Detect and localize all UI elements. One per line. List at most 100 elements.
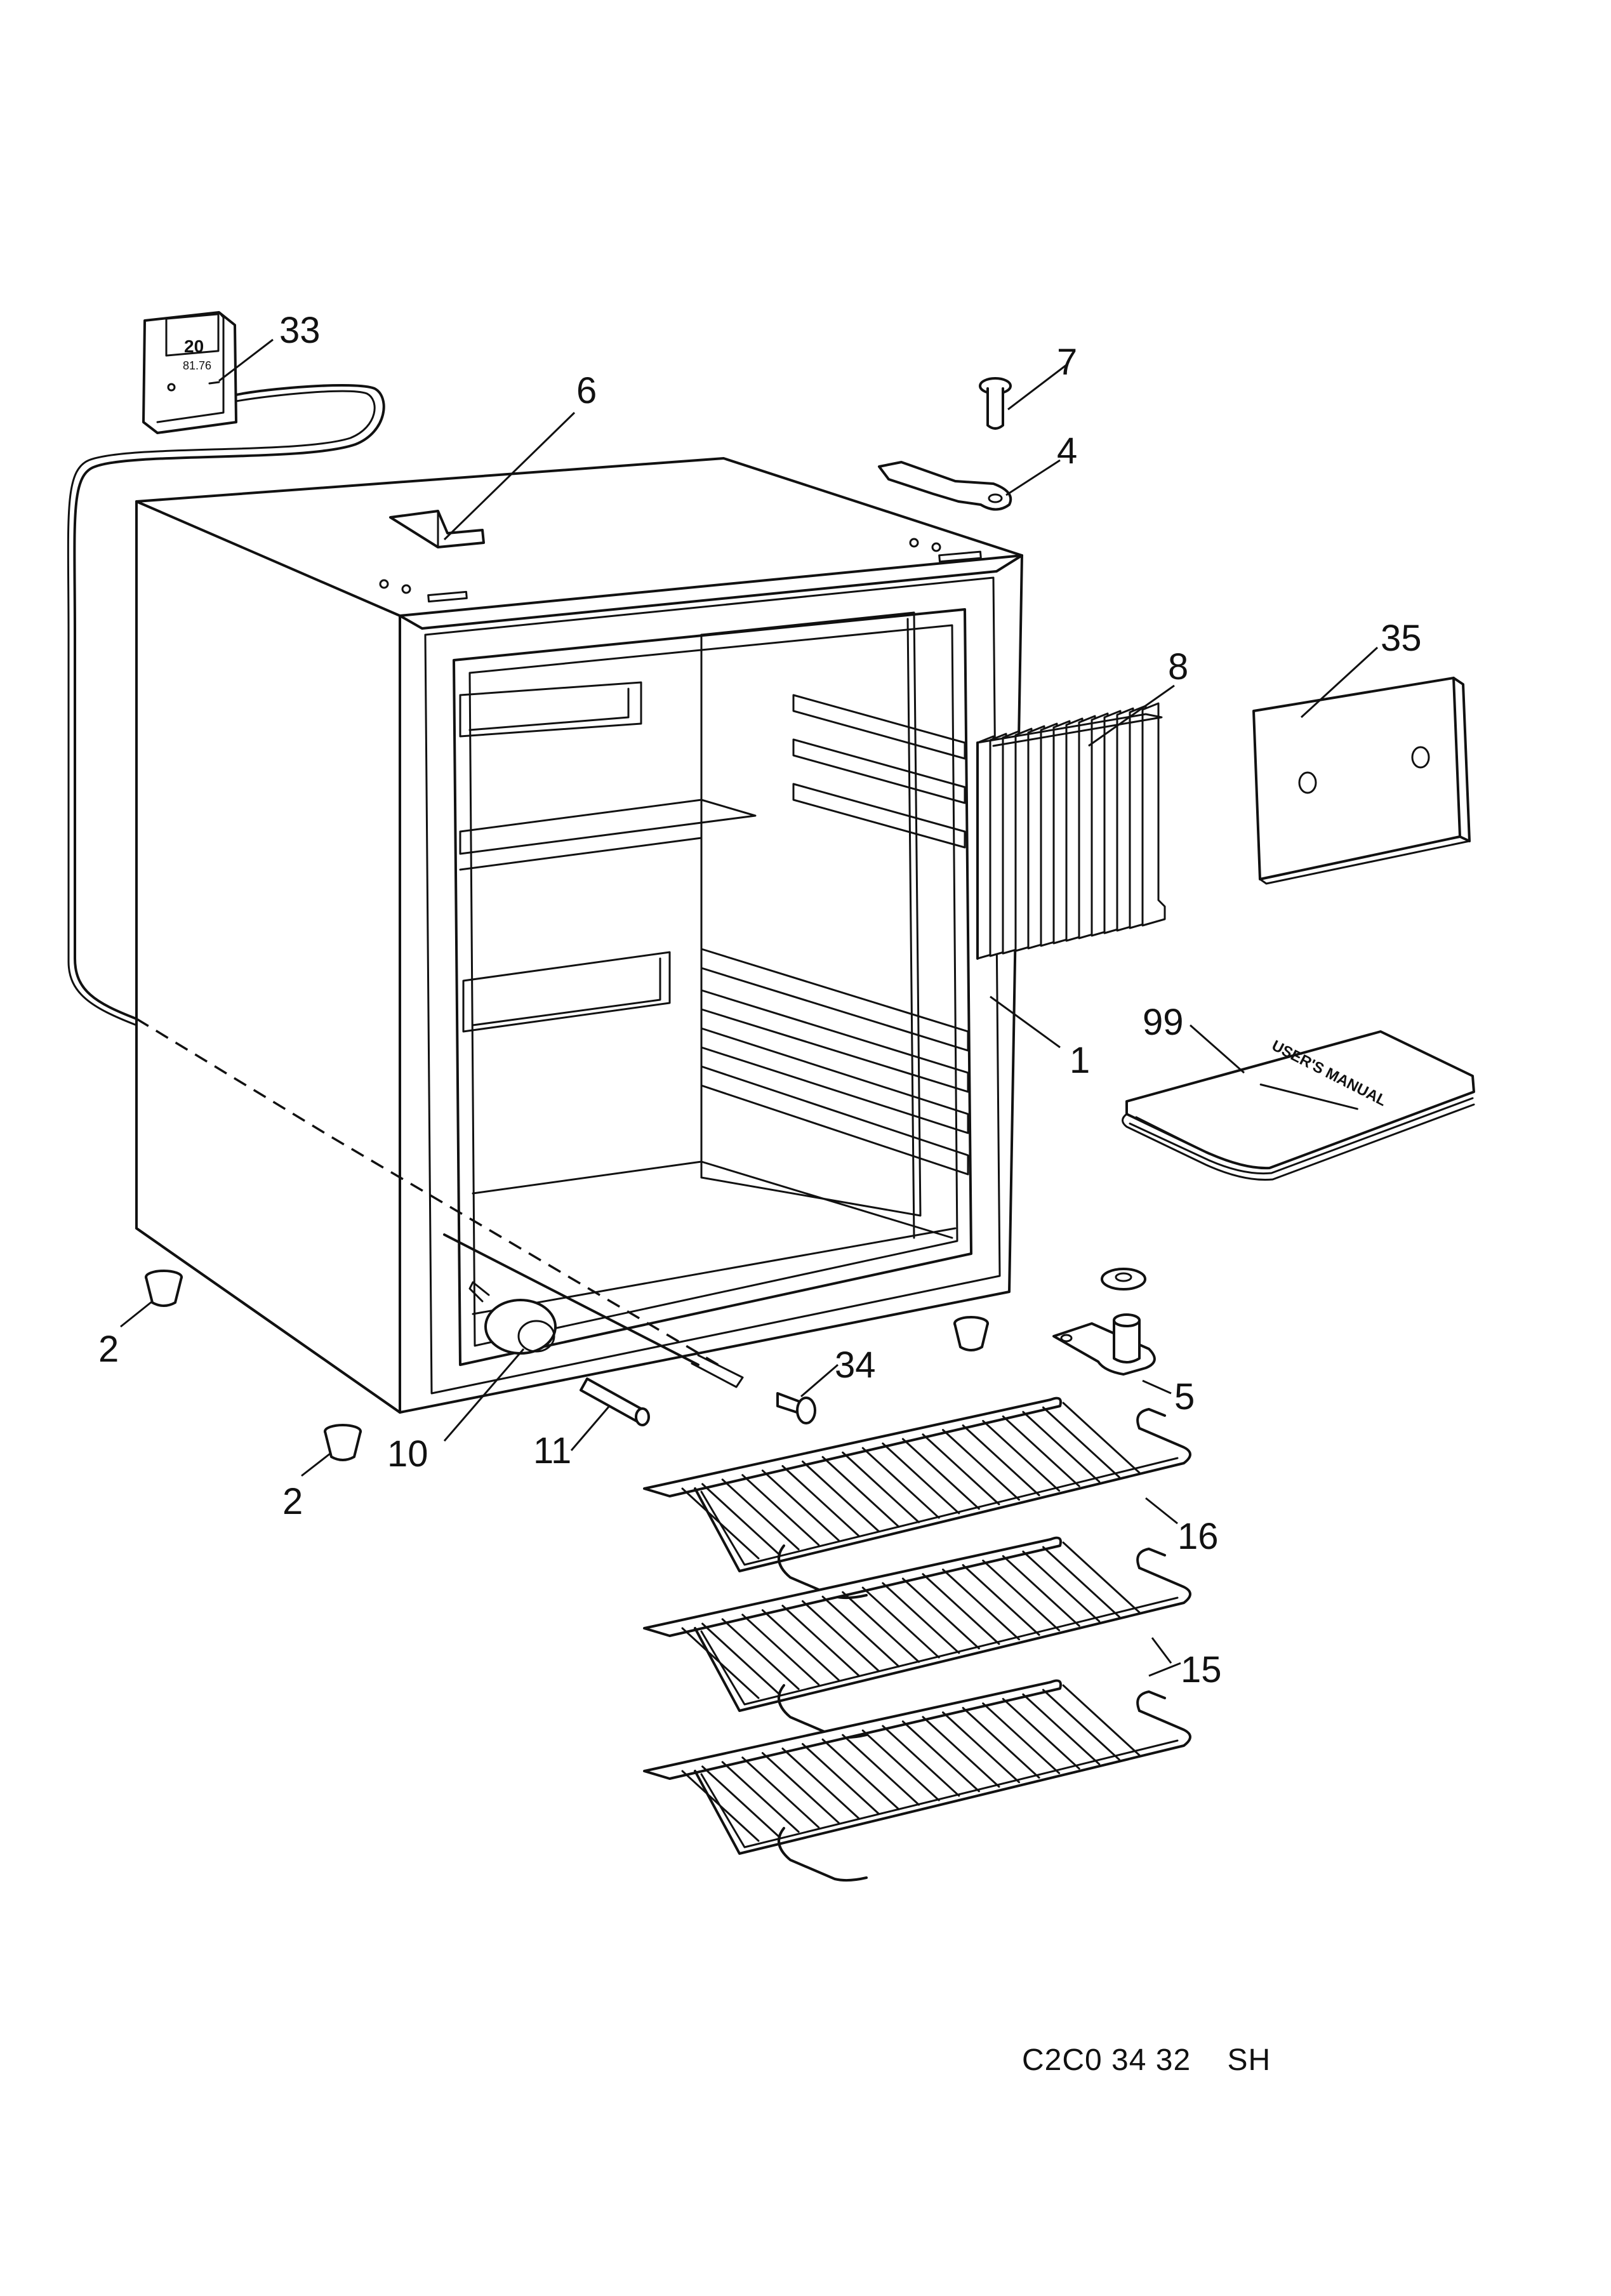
shelf-wire (882, 1582, 960, 1654)
digital-thermometer: 20 81.76 (67, 311, 385, 1026)
shelf-wire (741, 1474, 820, 1546)
wire-shelf-15-lower (643, 1679, 1191, 1882)
thermostat-knob (468, 1281, 557, 1355)
shelf-wire (901, 1720, 980, 1793)
callout-33: 33 (279, 310, 321, 351)
shelf-wire (801, 1742, 880, 1815)
callout-2-left: 2 (98, 1329, 119, 1370)
shelf-wire (1042, 1546, 1120, 1618)
shelf-wire (901, 1438, 980, 1510)
callout-2-front: 2 (282, 1481, 303, 1522)
shelf-wire (701, 1765, 780, 1838)
wire-shelves (643, 1397, 1191, 1882)
callout-11: 11 (533, 1430, 571, 1471)
shelf-wire (681, 1770, 760, 1842)
shelf-wire (882, 1725, 960, 1797)
shelf-wire (681, 1627, 760, 1699)
shelf-wire (1062, 1402, 1141, 1474)
shelf-wire (942, 1711, 1021, 1784)
thermometer-display-top: 20 (184, 336, 204, 356)
hinge-pin-7 (979, 377, 1012, 430)
shelf-wire (741, 1756, 820, 1829)
shelf-wire (1002, 1415, 1080, 1487)
shelf-wire (821, 1456, 900, 1528)
lower-rail-grooves (700, 948, 969, 1176)
callout-7: 7 (1057, 342, 1077, 383)
callout-15: 15 (1181, 1649, 1222, 1690)
shelf-wire (801, 1600, 880, 1672)
shelf-wire (861, 1586, 940, 1659)
wire-shelf-16 (643, 1397, 1191, 1600)
shelf-wire (882, 1442, 960, 1515)
shelf-wire (1022, 1410, 1101, 1483)
shelf-wire (922, 1573, 1000, 1645)
shelf-wire (1022, 1693, 1101, 1765)
shelf-wire (1062, 1684, 1141, 1756)
rack-fin (1141, 702, 1166, 927)
foot-rear (953, 1316, 989, 1351)
shelf-wire (922, 1433, 1000, 1506)
shelf-wire (861, 1447, 940, 1519)
shelf-wire (1002, 1555, 1080, 1627)
callout-6: 6 (576, 370, 597, 411)
top-hinge-bracket-4 (878, 461, 1012, 511)
shelf-wire (1042, 1406, 1120, 1478)
callout-4: 4 (1057, 430, 1077, 472)
shelf-wire (901, 1577, 980, 1650)
callout-10: 10 (387, 1433, 428, 1475)
shelf-wire (982, 1559, 1061, 1631)
upper-rail-grooves (792, 694, 966, 849)
shelf-wire (721, 1618, 800, 1690)
shelf-wire (821, 1738, 900, 1810)
shelf-wire (1062, 1541, 1141, 1614)
shelf-wire (842, 1451, 920, 1523)
shelf-wire (982, 1702, 1061, 1774)
shelf-wire (721, 1478, 800, 1551)
leader-lines (120, 338, 1379, 1677)
cabinet-body (135, 457, 1023, 1414)
callout-35: 35 (1381, 618, 1422, 659)
shelf-wire (842, 1734, 920, 1806)
shelf-wire (861, 1729, 940, 1802)
callout-5: 5 (1174, 1376, 1195, 1417)
bottom-hinge-5 (1052, 1268, 1156, 1376)
shelf-wire (781, 1604, 860, 1676)
pin-11 (580, 1377, 650, 1426)
shelf-wire (681, 1487, 760, 1560)
shelf-wire (761, 1470, 840, 1542)
callout-1: 1 (1070, 1040, 1090, 1081)
shelf-wire (842, 1591, 920, 1663)
shelf-wire (781, 1464, 860, 1537)
shelf-wire (761, 1752, 840, 1824)
callout-34: 34 (835, 1344, 876, 1386)
door-rack-8 (976, 702, 1166, 960)
shelf-wire (942, 1429, 1021, 1501)
shelf-wire (821, 1595, 900, 1668)
callout-numbers: 33 6 7 4 8 35 99 1 2 2 10 11 34 5 16 15 (98, 310, 1422, 1690)
shelf-wire (801, 1460, 880, 1532)
callout-16: 16 (1177, 1516, 1219, 1557)
shelf-wire (942, 1569, 1021, 1641)
shelf-wire (962, 1424, 1040, 1497)
rack-top-edge (976, 713, 1163, 747)
screw-34 (776, 1392, 816, 1424)
shelf-wire (721, 1761, 800, 1833)
callout-99: 99 (1143, 1002, 1184, 1043)
shelf-wire (701, 1622, 780, 1695)
shelf-wire (962, 1707, 1040, 1779)
thermometer-display-bottom: 81.76 (183, 359, 211, 372)
door-panel-35 (1252, 677, 1471, 885)
shelf-wire (1002, 1697, 1080, 1770)
shelf-wire (922, 1716, 1000, 1788)
users-manual: USER'S MANUAL (1122, 1030, 1475, 1181)
shelf-wire (962, 1564, 1040, 1636)
callout-8: 8 (1168, 646, 1188, 687)
foot-left (145, 1270, 183, 1307)
shelf-wire (781, 1747, 860, 1819)
shelf-wire (741, 1614, 820, 1686)
shelf-wire (701, 1483, 780, 1555)
drawing-reference-code: C2C0 34 32 SH (1022, 2043, 1271, 2077)
shelf-wire (761, 1609, 840, 1682)
shelf-wire (1042, 1689, 1120, 1761)
